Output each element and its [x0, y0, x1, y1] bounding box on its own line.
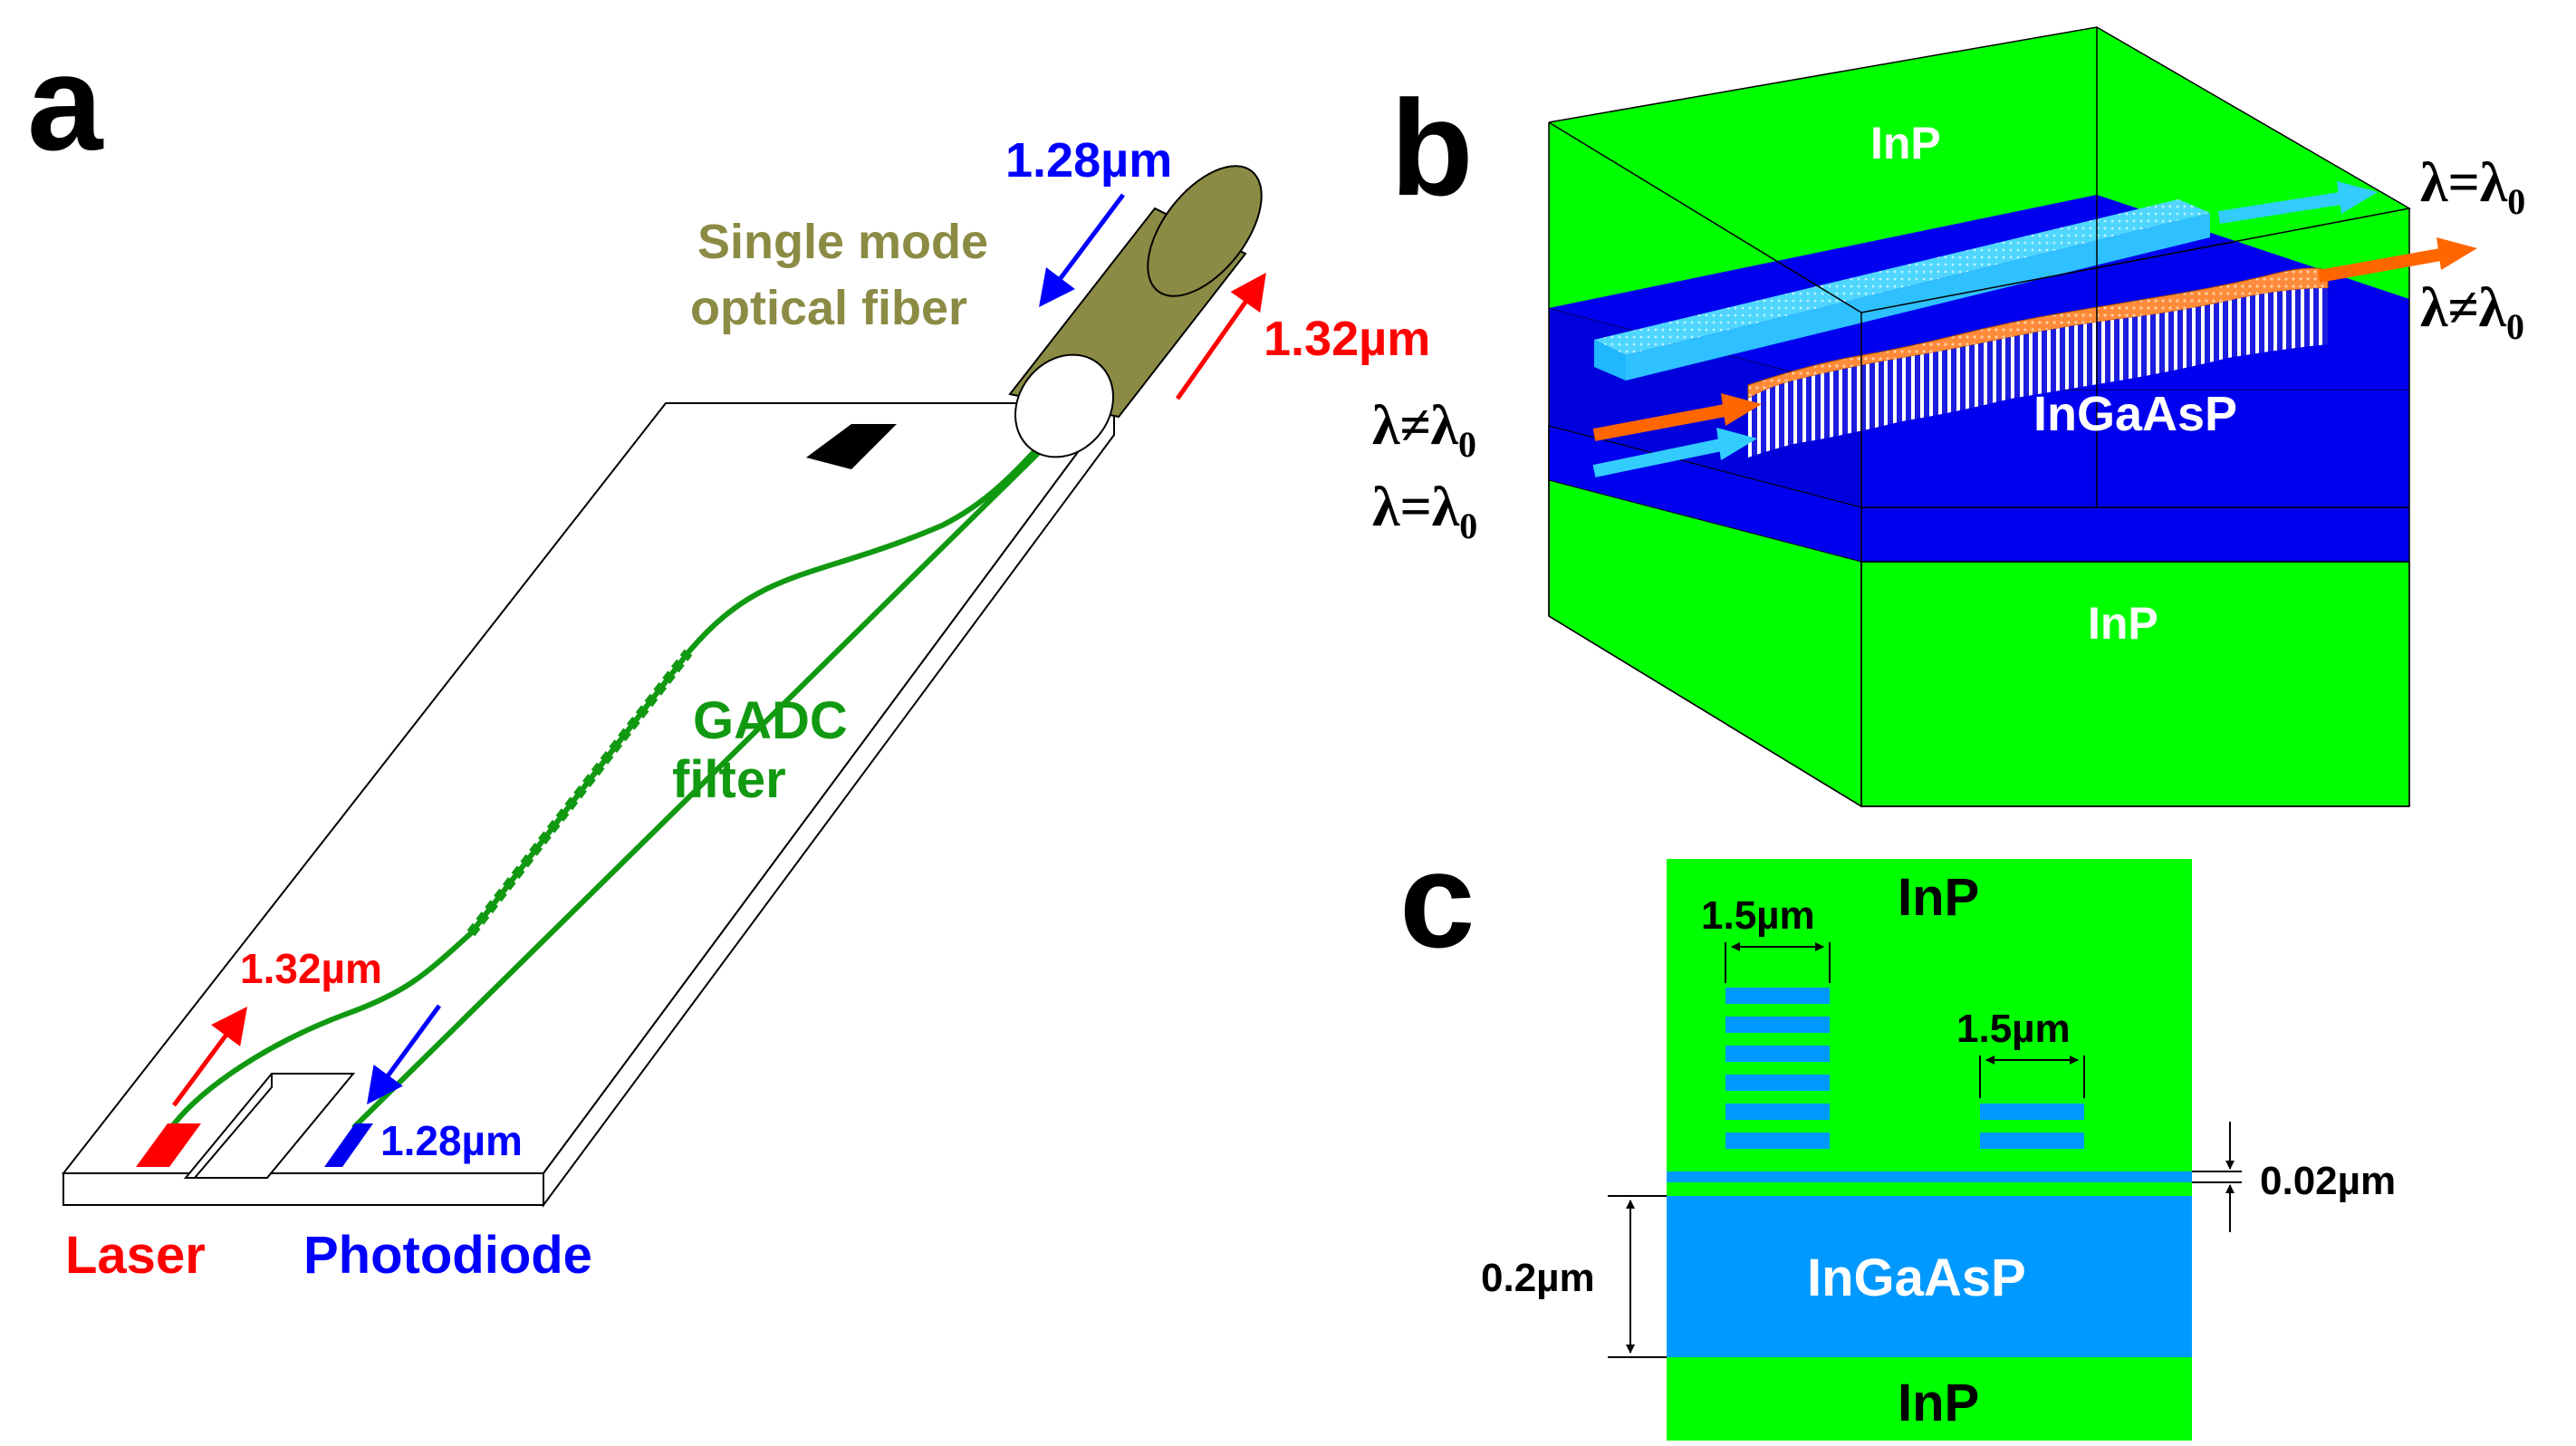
c-dim-right: [1979, 1056, 2085, 1098]
orange-waveguide-side: [1748, 288, 2328, 458]
c-grating-width-right: 1.5µm: [1956, 1007, 2071, 1051]
laser-label: Laser: [65, 1226, 206, 1285]
b-top-inp-label: InP: [1870, 118, 1941, 169]
cyan-waveguide-front: [1594, 340, 1626, 381]
c-spacer: [1667, 1182, 2192, 1196]
b-bottom-inp-label: InP: [2088, 598, 2158, 649]
arrow-pd-in: [367, 1004, 442, 1105]
c-grating-left: [1725, 988, 1830, 1149]
panel-a: a Single mode optical fiber 1.28µm 1.32: [27, 26, 1430, 1285]
arrow-out-cyan: [2217, 181, 2378, 224]
b-in-eq-label: λ=λ0: [1372, 477, 1477, 546]
b-core-label: InGaAsP: [2033, 387, 2237, 441]
b-in-neq-label: λ≠λ0: [1372, 395, 1476, 465]
c-dim-left: [1725, 942, 1831, 983]
c-core-label: InGaAsP: [1807, 1248, 2026, 1307]
c-core-thickness-label: 0.2µm: [1481, 1256, 1595, 1300]
filter-label-line1: GADC: [693, 691, 848, 750]
panel-c: c: [1399, 824, 2396, 1441]
arrow-laser-out: [171, 1006, 247, 1107]
c-bottom-inp-label: InP: [1898, 1374, 1979, 1432]
c-grating-right: [1980, 1104, 2084, 1149]
arrow-out-1-32: [1175, 272, 1266, 400]
gadc-grating: [466, 649, 693, 937]
c-thin-layer: [1667, 1171, 2192, 1182]
arrow-in-1-28: [1039, 193, 1125, 307]
c-inp-bottom: [1667, 1357, 2192, 1441]
c-dim-thin: [2192, 1122, 2242, 1232]
fiber-label-line2: optical fiber: [690, 281, 967, 335]
c-dim-core: [1608, 1195, 1667, 1358]
waveguide-laser: [165, 407, 1076, 1134]
waveguide-photodiode: [351, 407, 1085, 1131]
black-pad: [806, 424, 897, 469]
panel-b: b: [1372, 26, 2525, 808]
panel-a-label: a: [27, 26, 104, 178]
cyan-waveguide-top: [1594, 199, 2210, 355]
laser-wavelength: 1.32µm: [240, 945, 382, 992]
c-top-inp-label: InP: [1898, 868, 1979, 927]
arrow-in-orange: [1592, 393, 1762, 441]
photodiode-label: Photodiode: [303, 1226, 592, 1285]
box-edges: [1548, 26, 2412, 807]
wavelength-out-top: 1.32µm: [1264, 312, 1430, 366]
chip-trench-wall: [194, 1074, 273, 1179]
chip-side-face: [543, 400, 1115, 1209]
c-core: [1667, 1196, 2192, 1357]
arrow-out-orange: [2317, 237, 2477, 283]
pd-wavelength: 1.28µm: [380, 1117, 523, 1164]
c-thin-layer-label: 0.02µm: [2260, 1159, 2396, 1203]
chip-trench: [183, 1073, 356, 1179]
b-out-eq-label: λ=λ0: [2420, 152, 2525, 222]
wavelength-in-top: 1.28µm: [1005, 133, 1172, 188]
optical-fiber: [1008, 165, 1263, 458]
photodiode-chip: [324, 1123, 373, 1167]
b-out-neq-label: λ≠λ0: [2420, 277, 2524, 347]
laser-chip: [136, 1123, 201, 1167]
filter-label-line2: filter: [672, 750, 786, 809]
cyan-waveguide-side: [1626, 213, 2210, 381]
arrow-in-cyan: [1592, 428, 1757, 477]
panel-c-label: c: [1399, 824, 1475, 976]
panel-b-label: b: [1390, 72, 1474, 224]
c-grating-width-left: 1.5µm: [1701, 893, 1815, 938]
fiber-label-line1: Single mode: [697, 215, 988, 269]
chip-front-face: [62, 1172, 544, 1206]
